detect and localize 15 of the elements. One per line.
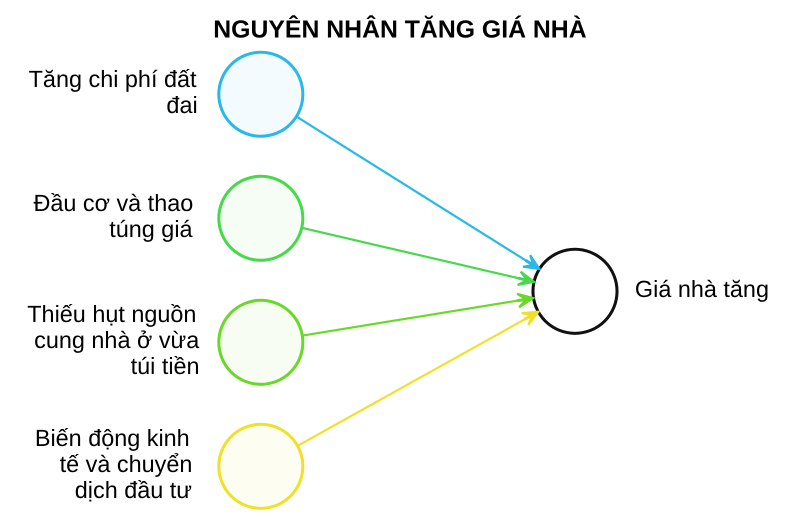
node-circle [217, 422, 304, 510]
node-label: Biến động kinh tế và chuyển dịch đầu tư [34, 424, 192, 504]
diagram-title: NGUYÊN NHÂN TĂNG GIÁ NHÀ [213, 16, 587, 44]
node-circle [531, 248, 619, 335]
node-label: Thiếu hụt nguồn cung nhà ở vừa túi tiền [27, 300, 200, 380]
arrow [298, 310, 540, 446]
arrow [302, 226, 536, 286]
node-circle [217, 50, 304, 138]
node-label: Tăng chi phí đất đai [28, 66, 198, 118]
arrow [296, 116, 540, 270]
arrow [302, 292, 534, 337]
node-label: Đầu cơ và thao túng giá [33, 190, 194, 242]
node-circle [217, 298, 304, 386]
node-label: Giá nhà tăng [634, 276, 769, 302]
node-circle [217, 174, 304, 262]
